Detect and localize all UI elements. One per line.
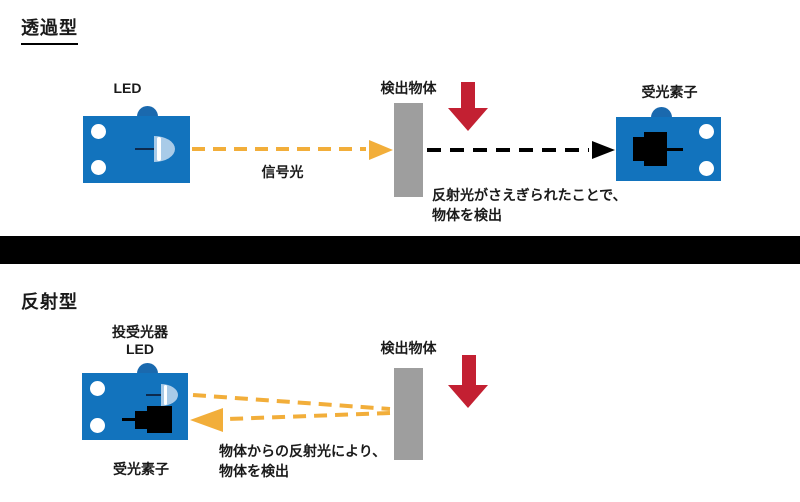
caption-bottom-line2: 物体を検出 bbox=[219, 463, 289, 479]
led-highlight bbox=[157, 137, 161, 161]
photoreceiver-icon bbox=[644, 132, 667, 166]
led-highlight bbox=[164, 385, 167, 405]
caption-bottom: 物体からの反射光により、 物体を検出 bbox=[219, 441, 386, 481]
combined-sensor-body bbox=[82, 373, 188, 440]
emitter-sensor-body bbox=[83, 116, 190, 183]
photoreceiver-icon bbox=[135, 411, 147, 429]
section-divider-band bbox=[0, 236, 800, 264]
object-label-bottom: 検出物体 bbox=[380, 340, 437, 356]
signal-beam-label: 信号光 bbox=[261, 164, 304, 180]
caption-top: 反射光がさえぎられたことで、 物体を検出 bbox=[432, 185, 627, 225]
led-stem-icon bbox=[135, 148, 157, 150]
reflected-beam-arrowhead-icon bbox=[190, 408, 223, 432]
combined-sensor-label-line2: LED bbox=[126, 341, 154, 357]
mounting-hole bbox=[91, 160, 106, 175]
caption-top-line1: 反射光がさえぎられたことで、 bbox=[432, 187, 627, 203]
mounting-hole bbox=[90, 381, 105, 396]
signal-beam-arrowhead-icon bbox=[369, 140, 393, 160]
combined-sensor-label: 投受光器 LED bbox=[97, 324, 183, 358]
reflected-beam-dashed-line bbox=[227, 411, 391, 421]
receiver-label-top: 受光素子 bbox=[641, 84, 698, 100]
mounting-hole bbox=[699, 124, 714, 139]
detection-object-top bbox=[394, 103, 423, 197]
caption-bottom-line1: 物体からの反射光により、 bbox=[219, 443, 387, 459]
section-title-through-beam: 透過型 bbox=[21, 14, 78, 45]
led-icon bbox=[161, 384, 178, 406]
emitted-beam-dashed-line bbox=[192, 393, 391, 411]
led-stem-icon bbox=[146, 394, 162, 396]
object-label-top: 検出物体 bbox=[380, 80, 437, 96]
photoreceiver-icon bbox=[147, 406, 172, 433]
photoreceiver-icon bbox=[633, 137, 644, 161]
object-motion-arrow-icon-bottom bbox=[448, 355, 488, 408]
mounting-hole bbox=[699, 161, 714, 176]
caption-top-line2: 物体を検出 bbox=[432, 207, 502, 223]
led-icon bbox=[154, 136, 175, 162]
detection-object-bottom bbox=[394, 368, 423, 460]
receiver-sensor-body bbox=[616, 117, 721, 181]
blocked-beam-arrowhead-icon bbox=[592, 141, 615, 159]
emitter-led-label: LED bbox=[113, 80, 142, 96]
mounting-hole bbox=[91, 124, 106, 139]
photoreceiver-stem-icon bbox=[122, 418, 136, 421]
combined-sensor-label-line1: 投受光器 bbox=[112, 324, 168, 340]
mounting-hole bbox=[90, 418, 105, 433]
photoreceiver-stem-icon bbox=[667, 148, 683, 151]
section-title-reflective: 反射型 bbox=[21, 292, 78, 312]
receiver-label-bottom: 受光素子 bbox=[113, 461, 169, 477]
